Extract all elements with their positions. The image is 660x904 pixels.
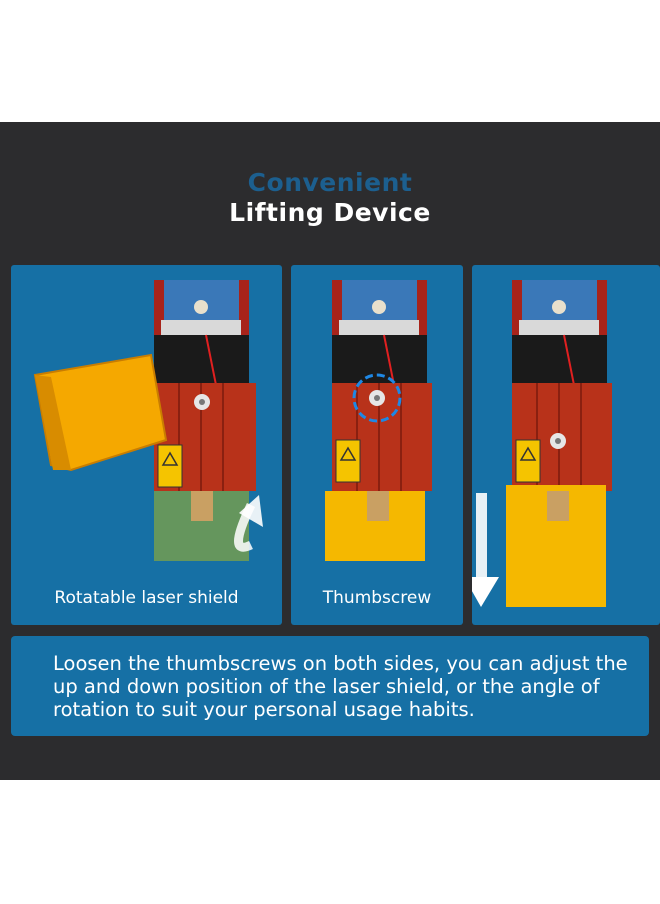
- description-text: Loosen the thumbscrews on both sides, yo…: [53, 652, 628, 721]
- title-line-1: Convenient: [247, 168, 413, 197]
- fan: [154, 335, 249, 387]
- description-box: Loosen the thumbscrews on both sides, yo…: [11, 636, 649, 736]
- rotated-orange-shield: [33, 353, 168, 472]
- laser-module-illustration: [472, 280, 612, 607]
- panel-thumbscrew: Thumbscrew: [291, 265, 463, 625]
- caption-rotatable-shield: Rotatable laser shield: [54, 588, 239, 608]
- laser-module-illustration: [33, 280, 263, 561]
- panel-rotatable-shield: Rotatable laser shield: [11, 265, 282, 625]
- title-line-2: Lifting Device: [229, 198, 431, 227]
- thumbscrew-highlight: [352, 373, 402, 423]
- panel-lifting-shield: [472, 265, 660, 625]
- caption-thumbscrew: Thumbscrew: [322, 588, 432, 608]
- down-arrow: [476, 493, 487, 583]
- laser-module-illustration: [325, 280, 432, 561]
